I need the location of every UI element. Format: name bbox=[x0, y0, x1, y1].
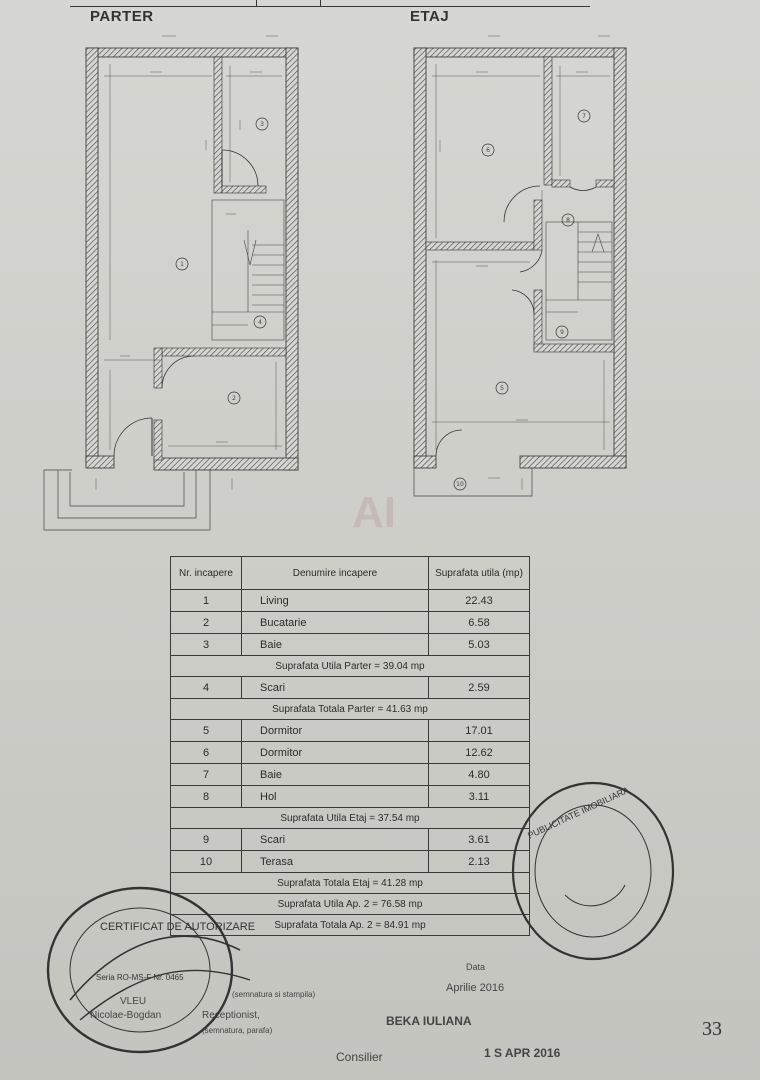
room-name: Bucatarie bbox=[241, 611, 429, 634]
table-header-row: Nr. incapere Denumire incapere Suprafata… bbox=[170, 556, 530, 590]
top-border bbox=[70, 0, 590, 7]
etaj-title: ETAJ bbox=[410, 8, 450, 25]
room-area: 6.58 bbox=[428, 611, 530, 634]
parter-room-2-label: 2 bbox=[232, 395, 236, 402]
room-name: Baie bbox=[241, 633, 429, 656]
room-nr: 10 bbox=[170, 850, 242, 873]
summary-row: Suprafata Utila Etaj = 37.54 mp bbox=[170, 807, 530, 829]
header-suprafata: Suprafata utila (mp) bbox=[428, 556, 530, 590]
etaj-room-10-label: 10 bbox=[456, 481, 464, 488]
room-nr: 9 bbox=[170, 828, 242, 851]
room-nr: 3 bbox=[170, 633, 242, 656]
parter-room-1-label: 1 bbox=[180, 261, 184, 268]
room-name: Scari bbox=[241, 828, 429, 851]
room-nr: 1 bbox=[170, 589, 242, 612]
etaj-room-7-label: 7 bbox=[582, 113, 586, 120]
summary-text: Suprafata Utila Etaj = 37.54 mp bbox=[170, 807, 530, 829]
etaj-room-5-label: 5 bbox=[500, 385, 504, 392]
receptionist-note: (semnatura, parafa) bbox=[202, 1026, 273, 1035]
room-name: Dormitor bbox=[241, 741, 429, 764]
room-name: Living bbox=[241, 589, 429, 612]
parter-plan: 1 2 3 4 bbox=[43, 35, 299, 531]
consilier-name: BEKA IULIANA bbox=[386, 1014, 472, 1028]
consilier-label: Consilier bbox=[336, 1050, 383, 1064]
room-area: 3.61 bbox=[428, 828, 530, 851]
left-stamp: CERTIFICAT DE AUTORIZARE Seria RO-MS-F N… bbox=[46, 886, 255, 1054]
room-name: Hol bbox=[241, 785, 429, 808]
floor-plans: 1 2 3 4 bbox=[43, 35, 627, 531]
person-name: Nicolae-Bogdan bbox=[90, 1010, 162, 1021]
room-nr: 4 bbox=[170, 676, 242, 699]
page-number: 33 bbox=[702, 1018, 722, 1040]
room-name: Baie bbox=[241, 763, 429, 786]
room-nr: 8 bbox=[170, 785, 242, 808]
signature-note: (semnatura si stampila) bbox=[232, 990, 316, 999]
right-stamp: PUBLICITATE IMOBILIARA bbox=[511, 781, 675, 961]
room-name: Dormitor bbox=[241, 719, 429, 742]
room-area: 17.01 bbox=[428, 719, 530, 742]
room-name: Terasa bbox=[241, 850, 429, 873]
left-stamp-serie: Seria RO-MS-F Nr. 0465 bbox=[96, 973, 184, 982]
right-stamp-text: PUBLICITATE IMOBILIARA bbox=[526, 785, 631, 841]
summary-text: Suprafata Utila Parter = 39.04 mp bbox=[170, 655, 530, 677]
area-table: Nr. incapere Denumire incapere Suprafata… bbox=[170, 556, 530, 936]
summary-row: Suprafata Totala Parter = 41.63 mp bbox=[170, 698, 530, 720]
watermark-logo: AI bbox=[352, 488, 396, 537]
etaj-plan: 5 6 7 8 9 10 bbox=[413, 35, 627, 497]
room-area: 12.62 bbox=[428, 741, 530, 764]
etaj-room-6-label: 6 bbox=[486, 147, 490, 154]
summary-row: Suprafata Utila Parter = 39.04 mp bbox=[170, 655, 530, 677]
data-label: Data bbox=[466, 962, 486, 972]
data-value: Aprilie 2016 bbox=[446, 982, 505, 994]
header-nr: Nr. incapere bbox=[170, 556, 242, 590]
room-area: 2.59 bbox=[428, 676, 530, 699]
header-denumire: Denumire incapere bbox=[241, 556, 429, 590]
room-nr: 7 bbox=[170, 763, 242, 786]
etaj-room-9-label: 9 bbox=[560, 329, 564, 336]
room-nr: 5 bbox=[170, 719, 242, 742]
receptionist-label: Receptionist, bbox=[202, 1010, 260, 1021]
etaj-room-8-label: 8 bbox=[566, 217, 570, 224]
parter-title: PARTER bbox=[90, 8, 154, 25]
surname: VLEU bbox=[120, 996, 147, 1007]
parter-room-3-label: 3 bbox=[260, 121, 264, 128]
consilier-date: 1 S APR 2016 bbox=[484, 1046, 561, 1060]
left-stamp-title: CERTIFICAT DE AUTORIZARE bbox=[100, 921, 255, 933]
parter-room-4-label: 4 bbox=[258, 319, 262, 326]
room-nr: 2 bbox=[170, 611, 242, 634]
room-area: 5.03 bbox=[428, 633, 530, 656]
room-area: 22.43 bbox=[428, 589, 530, 612]
room-nr: 6 bbox=[170, 741, 242, 764]
room-name: Scari bbox=[241, 676, 429, 699]
summary-text: Suprafata Totala Parter = 41.63 mp bbox=[170, 698, 530, 720]
